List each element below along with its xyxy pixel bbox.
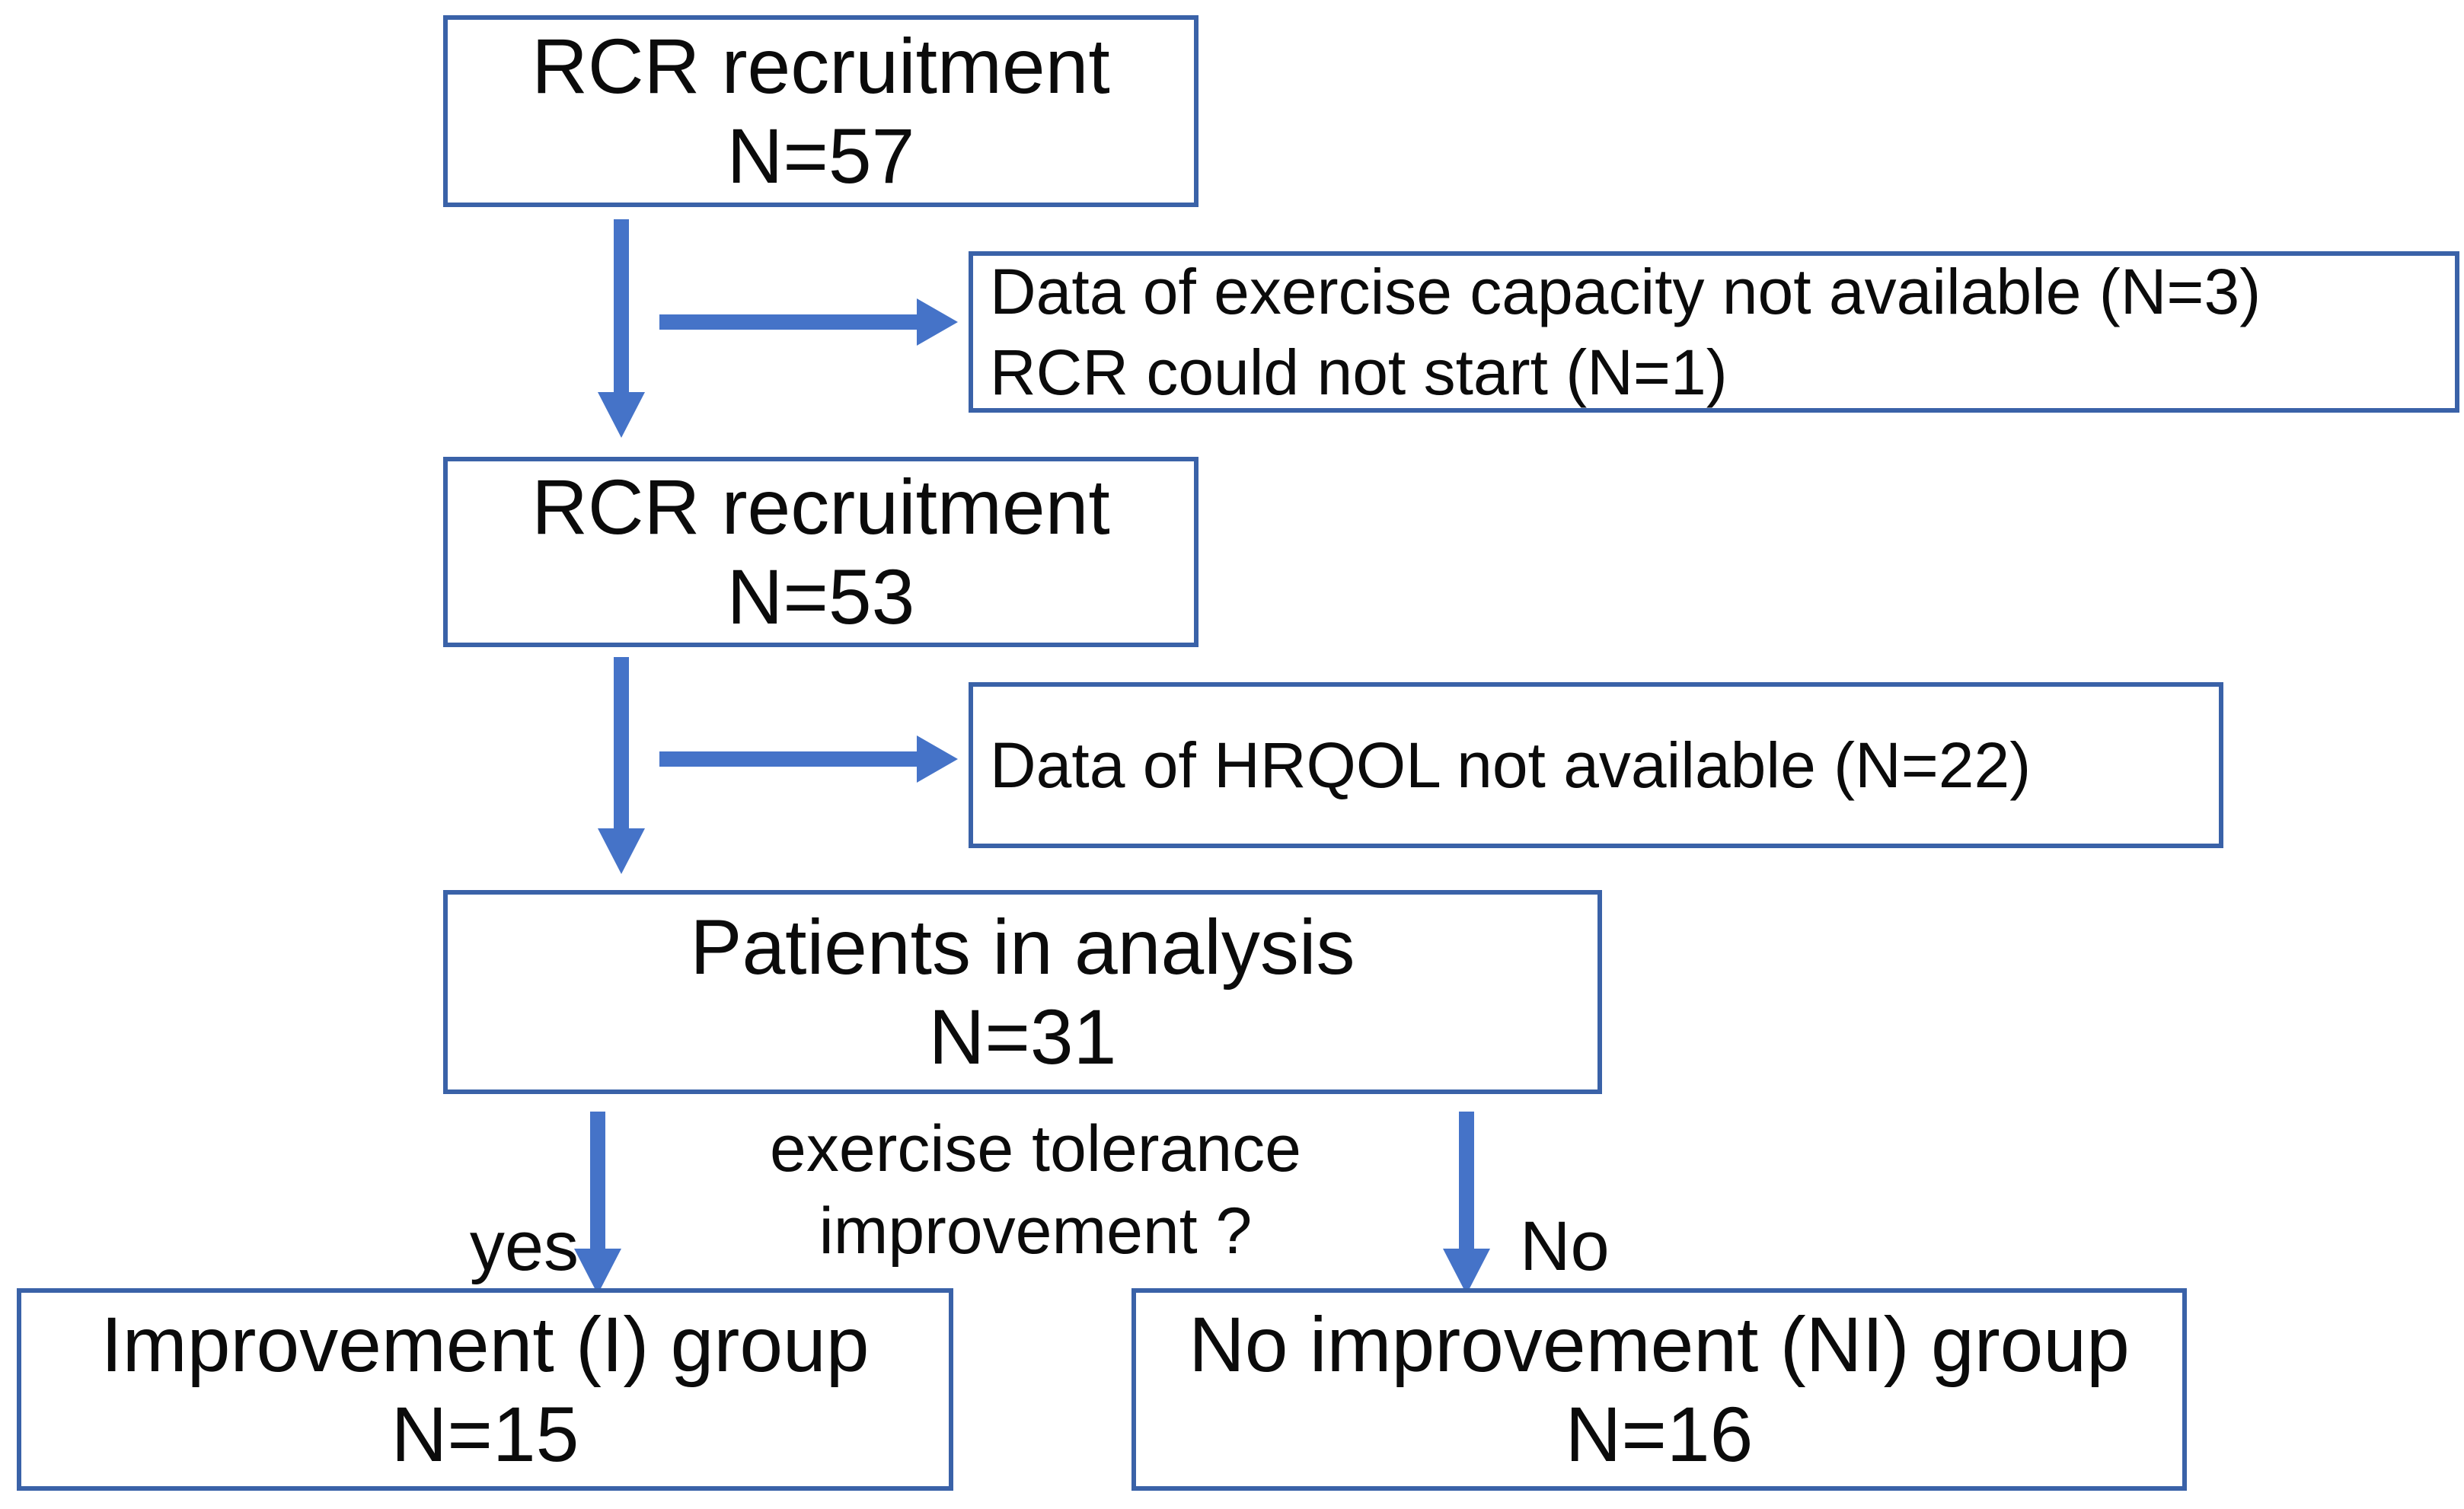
box-rcr-recruitment-53: RCR recruitment N=53 xyxy=(443,457,1198,647)
box-text-line: RCR recruitment xyxy=(531,23,1110,110)
box-text-line: N=15 xyxy=(391,1391,579,1478)
box-text-line: Improvement (I) group xyxy=(101,1301,870,1388)
box-exclusion-hrqol: Data of HRQOL not available (N=22) xyxy=(969,682,2223,848)
arrow-shaft xyxy=(1459,1112,1474,1250)
label-yes: yes xyxy=(469,1208,579,1285)
decision-question-text: exercise tolerance improvement ? xyxy=(655,1108,1416,1272)
arrow-shaft xyxy=(590,1112,605,1250)
box-text-line: N=53 xyxy=(726,554,915,640)
box-improvement-group: Improvement (I) group N=15 xyxy=(17,1288,953,1491)
arrow-head xyxy=(1443,1249,1490,1294)
box-text-line: RCR recruitment xyxy=(531,464,1110,550)
box-exclusion-exercise-capacity: Data of exercise capacity not available … xyxy=(969,251,2459,413)
arrow-shaft xyxy=(659,314,918,330)
arrow-down-to-recruit53 xyxy=(598,219,645,438)
arrow-head xyxy=(598,828,645,874)
arrow-shaft xyxy=(659,751,918,767)
arrow-shaft xyxy=(614,657,629,830)
arrow-down-no xyxy=(1443,1112,1490,1294)
box-text-line: N=31 xyxy=(928,994,1117,1080)
box-text-line: Patients in analysis xyxy=(690,904,1355,991)
arrow-head xyxy=(917,298,958,346)
box-rcr-recruitment-57: RCR recruitment N=57 xyxy=(443,15,1198,207)
box-text-line: N=57 xyxy=(726,113,915,199)
arrow-branch-to-exclusion-1 xyxy=(659,298,958,346)
box-text-line: No improvement (NI) group xyxy=(1189,1301,2130,1388)
label-no: No xyxy=(1520,1208,1610,1285)
arrow-down-to-analysis xyxy=(598,657,645,874)
box-text-line: Data of exercise capacity not available … xyxy=(990,256,2261,327)
box-text-line: N=16 xyxy=(1565,1391,1754,1478)
arrow-head xyxy=(598,392,645,438)
box-patients-in-analysis: Patients in analysis N=31 xyxy=(443,890,1602,1094)
arrow-down-yes xyxy=(574,1112,621,1294)
question-line: improvement ? xyxy=(819,1195,1253,1268)
arrow-branch-to-exclusion-2 xyxy=(659,735,958,783)
question-line: exercise tolerance xyxy=(770,1112,1301,1185)
arrow-head xyxy=(917,735,958,783)
arrow-shaft xyxy=(614,219,629,394)
box-text-line: Data of HRQOL not available (N=22) xyxy=(990,729,2032,801)
box-no-improvement-group: No improvement (NI) group N=16 xyxy=(1131,1288,2187,1491)
box-text-line: RCR could not start (N=1) xyxy=(990,337,1728,408)
arrow-head xyxy=(574,1249,621,1294)
